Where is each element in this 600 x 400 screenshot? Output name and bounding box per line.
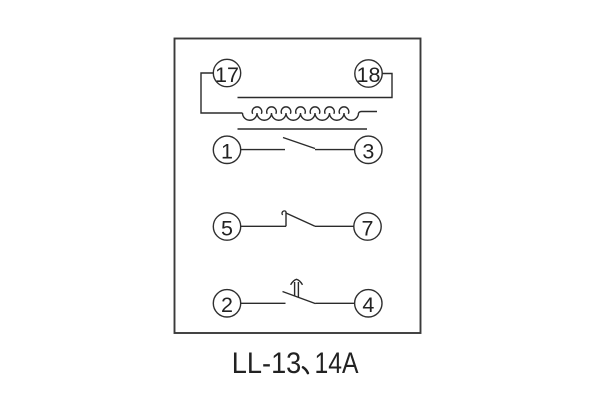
svg-text:1: 1 — [221, 140, 233, 164]
svg-text:4: 4 — [362, 293, 374, 317]
svg-text:LL-13: LL-13 — [232, 347, 301, 380]
svg-text:14A: 14A — [315, 347, 359, 380]
svg-text:3: 3 — [362, 140, 374, 164]
svg-text:17: 17 — [215, 63, 239, 87]
svg-text:2: 2 — [221, 293, 233, 317]
svg-text:7: 7 — [362, 216, 374, 240]
svg-text:5: 5 — [221, 216, 233, 240]
svg-text:18: 18 — [357, 63, 381, 87]
